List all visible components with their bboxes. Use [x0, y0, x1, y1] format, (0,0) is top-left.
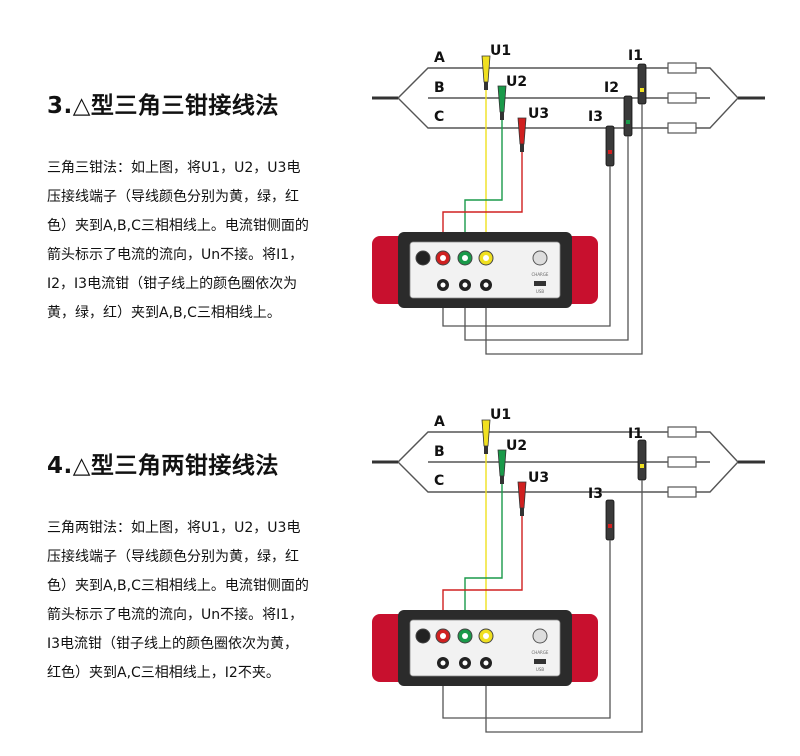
charge-label: CHARGE	[532, 272, 549, 277]
current-label-i1: I1	[628, 426, 643, 442]
voltage-wires	[442, 454, 523, 626]
voltage-clip-u2	[497, 449, 507, 484]
voltage-terminals	[415, 250, 494, 266]
current-clamp-i3	[605, 499, 615, 541]
desc-line: 红色）夹到A,C三相相线上，I2不夹。	[47, 665, 280, 681]
phase-label-a: A	[434, 50, 445, 66]
voltage-label-u1: U1	[490, 43, 511, 59]
current-clamp-i1	[637, 63, 647, 105]
current-label-i3: I3	[588, 109, 603, 125]
voltage-clip-u1	[481, 419, 491, 454]
section-delta-two-clamp: 4.△型三角两钳接线法 三角两钳法：如上图，将U1，U2，U3电 压接线端子（导…	[0, 378, 800, 756]
charge-label: CHARGE	[532, 650, 549, 655]
phase-lines	[372, 67, 765, 129]
current-label-i3: I3	[588, 486, 603, 502]
voltage-clip-u3	[517, 117, 527, 152]
wiring-diagram: A B C U1 U2 U3 I1	[372, 407, 765, 733]
current-label-i2: I2	[604, 80, 619, 96]
section-title: 4.△型三角两钳接线法	[47, 453, 279, 479]
current-terminals	[437, 279, 492, 291]
phase-lines	[372, 431, 765, 493]
section-title: 3.△型三角三钳接线法	[47, 93, 279, 119]
phase-label-b: B	[434, 444, 445, 460]
section-delta-three-clamp: 3.△型三角三钳接线法 三角三钳法：如上图，将U1，U2，U3电 压接线端子（导…	[47, 43, 765, 355]
desc-line: 三角两钳法：如上图，将U1，U2，U3电	[47, 520, 301, 536]
desc-line: 黄，绿，红）夹到A,B,C三相相线上。	[47, 305, 281, 321]
current-clamp-i3	[605, 125, 615, 167]
current-terminals	[437, 657, 492, 669]
desc-line: 箭头标示了电流的流向，Un不接。将I1，	[47, 607, 304, 623]
voltage-clip-u3	[517, 481, 527, 516]
current-clamp-i1	[637, 439, 647, 481]
current-clamp-i2	[623, 95, 633, 137]
section-description: 三角两钳法：如上图，将U1，U2，U3电 压接线端子（导线颜色分别为黄，绿，红 …	[47, 514, 367, 688]
usb-label: USB	[536, 289, 544, 294]
phase-label-c: C	[434, 109, 444, 125]
desc-line: 压接线端子（导线颜色分别为黄，绿，红	[47, 189, 299, 205]
voltage-label-u1: U1	[490, 407, 511, 423]
phase-label-a: A	[434, 414, 445, 430]
current-label-i1: I1	[628, 48, 643, 64]
usb-label: USB	[536, 667, 544, 672]
voltage-label-u3: U3	[528, 106, 549, 122]
desc-line: 色）夹到A,B,C三相相线上。电流钳侧面的	[47, 218, 309, 234]
current-wires	[442, 480, 643, 733]
desc-line: 色）夹到A,B,C三相相线上。电流钳侧面的	[47, 578, 309, 594]
voltage-label-u2: U2	[506, 74, 527, 90]
desc-line: 三角三钳法：如上图，将U1，U2，U3电	[47, 160, 301, 176]
phase-label-c: C	[434, 473, 444, 489]
desc-line: I3电流钳（钳子线上的颜色圈依次为黄，	[47, 636, 299, 652]
section-description: 三角三钳法：如上图，将U1，U2，U3电 压接线端子（导线颜色分别为黄，绿，红 …	[47, 154, 367, 328]
voltage-label-u3: U3	[528, 470, 549, 486]
load-resistors	[667, 426, 697, 498]
voltage-clip-u1	[481, 55, 491, 90]
wiring-diagram: A B C U1 U2 U3	[372, 43, 765, 355]
desc-line: 箭头标示了电流的流向，Un不接。将I1，	[47, 247, 304, 263]
phase-label-b: B	[434, 80, 445, 96]
load-resistors	[667, 62, 697, 134]
desc-line: I2，I3电流钳（钳子线上的颜色圈依次为	[47, 276, 298, 292]
voltage-label-u2: U2	[506, 438, 527, 454]
analyzer-device: CHARGE USB	[372, 610, 598, 686]
voltage-terminals	[415, 628, 494, 644]
voltage-wires	[442, 90, 523, 248]
voltage-clip-u2	[497, 85, 507, 120]
desc-line: 压接线端子（导线颜色分别为黄，绿，红	[47, 549, 299, 565]
analyzer-device: CHARGE USB	[372, 232, 598, 308]
